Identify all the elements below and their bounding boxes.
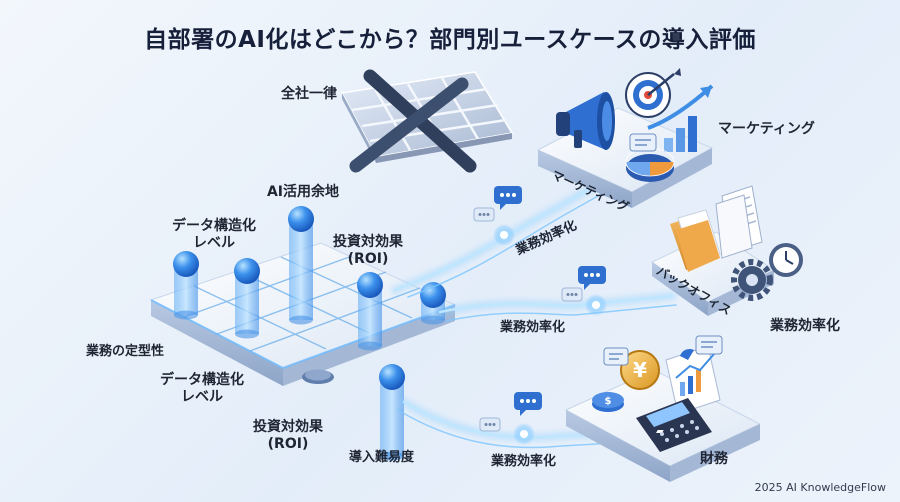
folder-icon [670,209,721,272]
report-chart-icon [665,345,721,415]
flow-nodes [493,224,607,445]
pillar-5 [420,282,446,325]
calculator-icon [636,398,712,452]
axis-roi-bottom: 投資対効果 (ROI) [253,419,323,452]
label-uniform: 全社一律 [281,86,337,102]
pillar-3 [288,206,314,325]
footer-credit: 2025 AI KnowledgeFlow [754,481,886,494]
axis-difficulty: 導入難易度 [349,450,415,465]
dollar-coin-icon: $ [592,392,624,412]
flow-lines [390,179,677,449]
flow-label-finance: 業務効率化 [491,454,557,469]
dept-backoffice-label: 業務効率化 [770,318,840,334]
gear-icon [731,259,773,301]
pie-chart-icon [625,147,675,182]
axis-roi-top: 投資対効果 (ROI) [333,234,403,267]
uniform-grid-with-x [340,69,514,173]
dollar-symbol: $ [605,396,612,407]
pillar-4 [357,272,383,351]
axis-data-structure-top: データ構造化 レベル [172,218,256,251]
target-icon [625,68,681,118]
backoffice-platform [651,185,803,316]
axis-ai-room: AI活用余地 [266,184,340,200]
finance-platform: ¥ $ [564,335,762,482]
clock-icon [769,243,803,277]
megaphone-icon [556,92,615,150]
page-title: 自部署のAI化はどこから？部門別ユースケースの導入評価 [144,27,756,53]
pillar-6 [379,364,405,461]
axis-data-structure-bottom: データ構造化 レベル [160,372,244,405]
comment-icon [629,133,657,152]
marketing-platform [536,68,714,208]
axis-routine: 業務の定型性 [86,344,165,359]
yen-symbol: ¥ [633,358,647,382]
dept-marketing-label: マーケティング [718,121,815,137]
pillar-1 [173,251,199,320]
x-mark [349,69,477,173]
yen-coin-icon: ¥ [620,350,660,390]
flow-label-backoffice: 業務効率化 [500,320,566,335]
growth-chart-icon [647,84,714,152]
document-stack-icon [715,185,763,259]
pillar-2 [234,258,260,339]
chat-bubble-icons [473,186,606,432]
dept-finance-label: 財務 [700,451,728,467]
comment-icon-finance [603,335,723,366]
